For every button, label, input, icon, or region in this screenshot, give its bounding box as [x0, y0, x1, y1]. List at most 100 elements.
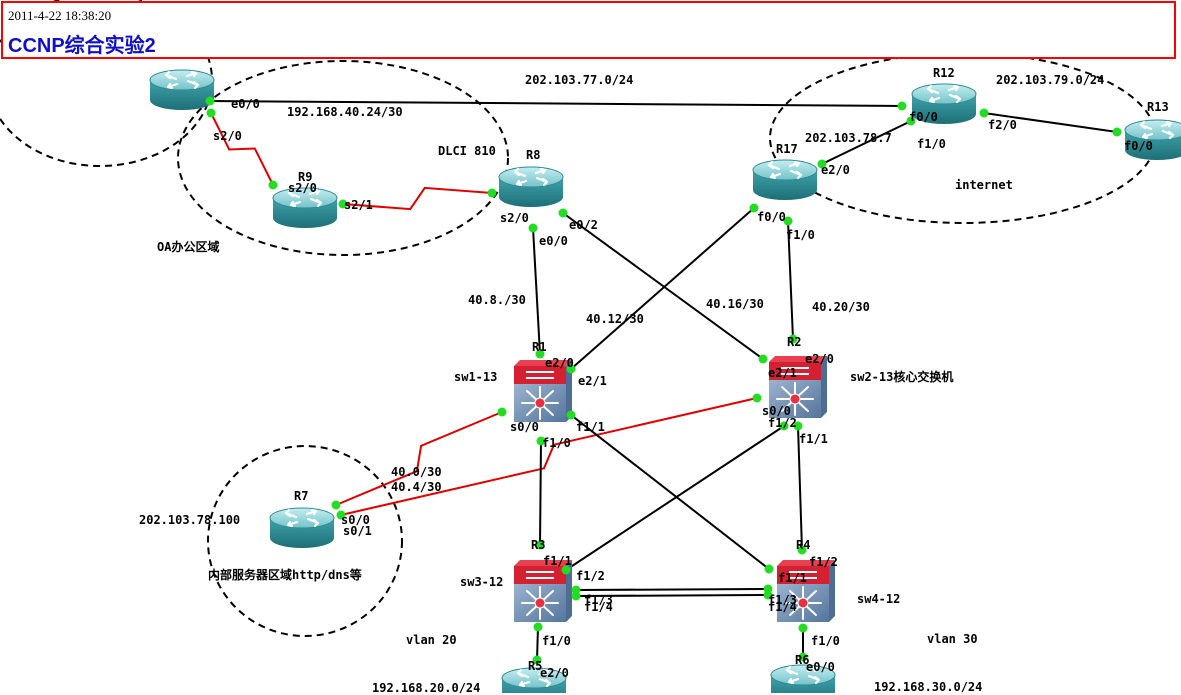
if-r3-f10: f1/0	[542, 634, 571, 648]
port-R8-e0/0	[528, 223, 538, 233]
dlci-label: DLCI 810	[438, 144, 496, 158]
page-title: CCNP综合实验2	[8, 35, 156, 57]
link-R1-R4[interactable]	[570, 414, 770, 570]
link-R2-R3[interactable]	[565, 425, 785, 571]
net-40-12: 40.12/30	[586, 312, 644, 326]
port-R3-f1/1	[535, 540, 545, 550]
port-R12-f2/0	[979, 108, 989, 118]
device-r8-router-icon[interactable]	[497, 165, 565, 209]
if-r5-e20: e2/0	[540, 666, 569, 680]
net-192-168-40-24: 192.168.40.24/30	[287, 105, 403, 119]
if-r17-e20: e2/0	[821, 163, 850, 177]
if-r8-e00: e0/0	[539, 234, 568, 248]
port-R3-f1/4	[571, 591, 581, 601]
zone-internet-label: internet	[955, 178, 1013, 192]
device-label-r3: R3	[531, 538, 546, 552]
net-202-103-77: 202.103.77.0/24	[525, 73, 634, 87]
if-r2-s00: s0/0	[762, 404, 791, 418]
if-r6-e00: e0/0	[806, 660, 835, 674]
device-label-r5: R5	[528, 659, 543, 673]
if-r9-s20: s2/0	[288, 181, 317, 195]
port-R17-f1/0	[783, 216, 793, 226]
zone-server	[207, 445, 403, 637]
link-R3-R4[interactable]	[575, 594, 769, 597]
zone-server-label: 内部服务器区域http/dns等	[208, 568, 362, 582]
link-R2-R4[interactable]	[797, 425, 803, 551]
port-R4-f1/0	[798, 623, 808, 633]
device-label-r9: R9	[298, 170, 313, 184]
if-r1-f11: f1/1	[576, 420, 605, 434]
device-label-r13: R13	[1147, 100, 1169, 114]
if-r17-f00: f0/0	[757, 210, 786, 224]
port-R17-f0/0	[749, 203, 759, 213]
link-R1-R3[interactable]	[539, 440, 542, 546]
link-R3-R4[interactable]	[575, 588, 769, 591]
vlan30-label: vlan 30	[927, 632, 978, 646]
link-R8-R2[interactable]	[562, 212, 764, 360]
sw3-label: sw3-12	[460, 575, 504, 589]
if-r4-f14: f1/4	[768, 600, 797, 614]
port-r-top-left-s2/0	[206, 108, 216, 118]
device-label-r4: R4	[796, 538, 811, 552]
port-R4-f1/4	[763, 590, 773, 600]
if-r4-f11: f1/1	[778, 571, 807, 585]
device-r17-router-icon[interactable]	[751, 158, 819, 202]
zone-oa-label: OA办公区域	[157, 240, 220, 254]
link-r-top-left-R12[interactable]	[209, 100, 903, 107]
net-40-16: 40.16/30	[706, 297, 764, 311]
if-r12-f10: f1/0	[917, 137, 946, 151]
link-R1-R7[interactable]	[335, 411, 503, 506]
link-R3-R5[interactable]	[536, 626, 539, 661]
port-R2-f1/2	[779, 421, 789, 431]
net-40-20: 40.20/30	[812, 300, 870, 314]
device-r-top-left-router-icon[interactable]	[148, 68, 216, 112]
link-R9-R8[interactable]	[342, 186, 493, 211]
port-R2-f1/1	[793, 421, 803, 431]
link-R17-R1[interactable]	[570, 207, 755, 370]
link-R17-R12[interactable]	[821, 120, 912, 165]
if-r13-f00: f0/0	[1124, 139, 1153, 153]
if-r1-f10: f1/0	[542, 436, 571, 450]
if-r7-s01: s0/1	[343, 524, 372, 538]
port-R3-f1/2	[561, 565, 571, 575]
if-tl-e00: e0/0	[231, 97, 260, 111]
port-R1-e2/1	[566, 364, 576, 374]
net-192-168-30: 192.168.30.0/24	[874, 680, 983, 694]
if-r8-s20: s2/0	[500, 211, 529, 225]
port-R7-s0/0	[331, 500, 341, 510]
port-R12-f1/0	[906, 116, 916, 126]
device-label-r2: R2	[787, 335, 802, 349]
link-r-top-left-R9[interactable]	[210, 112, 274, 186]
if-r9-s21: s2/1	[344, 198, 373, 212]
link-R12-R13[interactable]	[983, 112, 1118, 133]
port-R12-f0/0	[897, 101, 907, 111]
link-R17-R2[interactable]	[787, 220, 794, 340]
port-R4-f1/2	[764, 564, 774, 574]
port-R8-e0/2	[558, 208, 568, 218]
sw1-label: sw1-13	[454, 370, 498, 384]
if-r2-f12: f1/2	[768, 416, 797, 430]
if-r4-f10: f1/0	[811, 634, 840, 648]
device-label-r8: R8	[526, 148, 541, 162]
timestamp: 2011-4-22 18:38:20	[8, 8, 112, 23]
net-40-4: 40.4/30	[391, 480, 442, 494]
if-r17-f10: f1/0	[786, 228, 815, 242]
if-r4-f13: f1/3	[768, 593, 797, 607]
port-R2-s0/0	[752, 393, 762, 403]
port-R2-e2/1	[788, 334, 798, 344]
port-R5-e2/0	[532, 655, 542, 665]
port-R9-s2/1	[338, 199, 348, 209]
device-label-r12: R12	[933, 66, 955, 80]
if-r12-f00: f0/0	[909, 110, 938, 124]
if-r2-f11: f1/1	[799, 432, 828, 446]
link-R2-R7[interactable]	[340, 397, 758, 516]
link-R8-R1[interactable]	[532, 227, 541, 355]
if-r3-f12: f1/2	[576, 569, 605, 583]
device-r7-router-icon[interactable]	[268, 506, 336, 550]
port-R13-f0/0	[1112, 127, 1122, 137]
sw2-label: sw2-13核心交换机	[850, 370, 954, 384]
if-r1-e20: e2/0	[545, 356, 574, 370]
net-40-8: 40.8./30	[468, 293, 526, 307]
port-R1-s0/0	[497, 407, 507, 417]
